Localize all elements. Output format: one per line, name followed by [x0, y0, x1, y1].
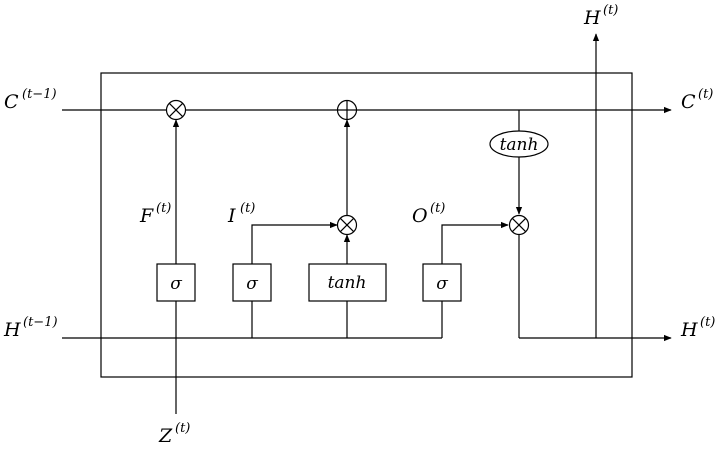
cell-frame	[100, 72, 633, 378]
z-sup: (t)	[175, 421, 190, 436]
c-out-label: C (t)	[681, 87, 713, 113]
output-gate-line	[441, 221, 509, 264]
output-gate-label: O (t)	[412, 201, 445, 227]
tanh-candidate-block: tanh	[308, 263, 387, 302]
z-base: Z	[158, 425, 173, 447]
output-multiply-op	[508, 214, 530, 236]
forget-multiply-op	[165, 99, 187, 121]
sigma-forget-label: σ	[170, 274, 182, 294]
h-out-right-base: H	[680, 319, 698, 341]
sigma-output-block: σ	[422, 263, 462, 302]
h-prev-label: H (t−1)	[3, 315, 58, 341]
input-multiply-op	[336, 214, 358, 236]
output-gate-sup: (t)	[430, 201, 445, 216]
sigma-input-label: σ	[246, 274, 258, 294]
h-out-top-sup: (t)	[603, 3, 618, 18]
sigma-input-block: σ	[232, 263, 272, 302]
h-out-right-label: H (t)	[680, 315, 715, 341]
input-gate-base: I	[227, 205, 236, 227]
forget-gate-label: F (t)	[139, 201, 171, 227]
tanh-candidate-label: tanh	[328, 273, 367, 293]
output-gate-base: O	[412, 205, 428, 227]
z-label: Z (t)	[158, 421, 190, 447]
sigma-forget-block: σ	[156, 263, 196, 302]
tanh-cell-label: tanh	[500, 135, 539, 155]
tanh-cell-ellipse: tanh	[489, 130, 549, 158]
input-gate-line	[251, 221, 338, 264]
c-prev-label: C (t−1)	[4, 87, 57, 113]
c-prev-base: C	[4, 91, 19, 113]
h-prev-base: H	[3, 319, 21, 341]
input-gate-sup: (t)	[240, 201, 255, 216]
cell-add-op	[336, 99, 358, 121]
h-out-top-base: H	[583, 7, 601, 29]
c-out-sup: (t)	[698, 87, 713, 102]
h-out-right-sup: (t)	[700, 315, 715, 330]
forget-gate-sup: (t)	[156, 201, 171, 216]
h-out-top-label: H (t)	[583, 3, 618, 29]
forget-gate-base: F	[139, 205, 154, 227]
h-prev-sup: (t−1)	[23, 315, 58, 330]
c-out-base: C	[681, 91, 696, 113]
c-prev-sup: (t−1)	[22, 87, 57, 102]
sigma-output-label: σ	[436, 274, 448, 294]
input-gate-label: I (t)	[227, 201, 255, 227]
